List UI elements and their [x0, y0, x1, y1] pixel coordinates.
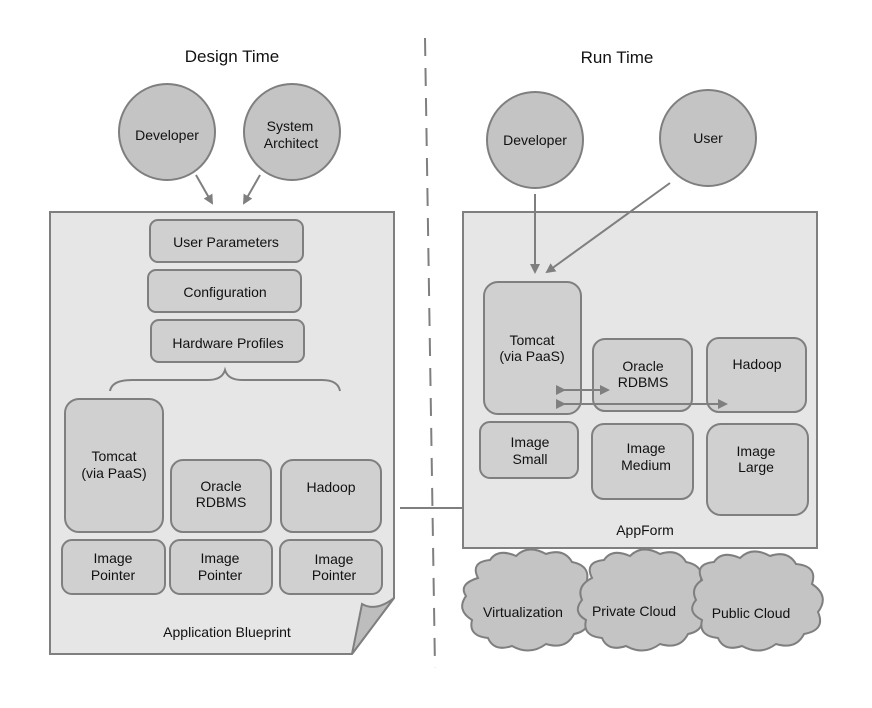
- cloud-public: Public Cloud: [691, 550, 824, 652]
- design-hadoop-label: Hadoop: [306, 479, 355, 495]
- run-actor-user-label: User: [693, 130, 723, 146]
- stack-user-parameters: User Parameters: [149, 219, 304, 263]
- cloud-virtualization-label: Virtualization: [483, 604, 563, 620]
- run-hadoop-label: Hadoop: [732, 356, 781, 372]
- run-image-large: Image Large: [706, 423, 809, 516]
- run-component-hadoop: Hadoop: [706, 337, 807, 413]
- design-component-oracle: Oracle RDBMS: [170, 459, 272, 533]
- run-component-oracle: Oracle RDBMS: [592, 338, 693, 412]
- image-pointer-1-label-2: Pointer: [91, 567, 136, 583]
- run-image-medium: Image Medium: [591, 423, 694, 500]
- run-image-large-label-1: Image: [737, 443, 776, 459]
- run-oracle-label-1: Oracle: [622, 358, 663, 374]
- design-actor-system-architect: System Architect: [243, 83, 341, 181]
- stack-hardware-profiles-label: Hardware Profiles: [172, 335, 283, 351]
- run-oracle-label-2: RDBMS: [618, 374, 669, 390]
- run-actor-developer: Developer: [486, 91, 584, 189]
- image-pointer-3-label-2: Pointer: [312, 567, 357, 583]
- design-actor-developer: Developer: [118, 83, 216, 181]
- design-actor-developer-label: Developer: [135, 127, 199, 143]
- architect-to-blueprint-arrow: [243, 174, 261, 205]
- cloud-public-label: Public Cloud: [712, 605, 791, 621]
- run-image-large-label-2: Large: [738, 459, 774, 475]
- stack-user-parameters-label: User Parameters: [173, 234, 279, 250]
- section-divider: [424, 37, 436, 669]
- image-pointer-3-label-1: Image: [315, 551, 354, 567]
- run-time-title: Run Time: [581, 48, 654, 67]
- stack-configuration-label: Configuration: [183, 284, 266, 300]
- run-image-medium-label-2: Medium: [621, 457, 671, 473]
- image-pointer-2-label-2: Pointer: [198, 567, 243, 583]
- run-actor-user: User: [659, 89, 757, 187]
- run-image-medium-label-1: Image: [627, 440, 666, 456]
- application-blueprint-caption: Application Blueprint: [163, 624, 291, 640]
- image-pointer-1-label-1: Image: [94, 550, 133, 566]
- run-image-small-label-1: Image: [511, 434, 550, 450]
- page-curl: [351, 597, 395, 655]
- run-tomcat-label-1: Tomcat: [509, 332, 554, 348]
- user-to-tomcat-arrow: [545, 182, 671, 274]
- design-component-tomcat: Tomcat (via PaaS): [64, 398, 164, 533]
- design-tomcat-label-2: (via PaaS): [81, 465, 146, 481]
- run-tomcat-label-2: (via PaaS): [499, 348, 564, 364]
- stack-hardware-profiles: Hardware Profiles: [150, 319, 305, 363]
- design-time-title: Design Time: [185, 47, 279, 66]
- design-oracle-label-2: RDBMS: [196, 494, 247, 510]
- stack-configuration: Configuration: [147, 269, 302, 313]
- cloud-private-label: Private Cloud: [592, 603, 676, 619]
- run-component-tomcat: Tomcat (via PaaS): [483, 281, 582, 415]
- appform-caption: AppForm: [616, 522, 674, 538]
- developer-to-blueprint-arrow: [195, 174, 213, 205]
- image-pointer-2-label-1: Image: [201, 550, 240, 566]
- design-tomcat-label-1: Tomcat: [91, 448, 136, 464]
- run-image-small: Image Small: [479, 421, 579, 479]
- design-component-hadoop: Hadoop: [280, 459, 382, 533]
- image-pointer-3: Image Pointer: [279, 539, 383, 595]
- cloud-private: Private Cloud: [576, 548, 707, 652]
- cloud-virtualization: Virtualization: [461, 548, 593, 652]
- run-image-small-label-2: Small: [512, 451, 547, 467]
- image-pointer-1: Image Pointer: [61, 539, 166, 595]
- grouping-brace: [109, 366, 341, 392]
- image-pointer-2: Image Pointer: [169, 539, 273, 595]
- design-oracle-label-1: Oracle: [200, 478, 241, 494]
- design-actor-architect-label-2: Architect: [264, 135, 319, 151]
- run-actor-developer-label: Developer: [503, 132, 567, 148]
- design-actor-architect-label-1: System: [267, 118, 314, 134]
